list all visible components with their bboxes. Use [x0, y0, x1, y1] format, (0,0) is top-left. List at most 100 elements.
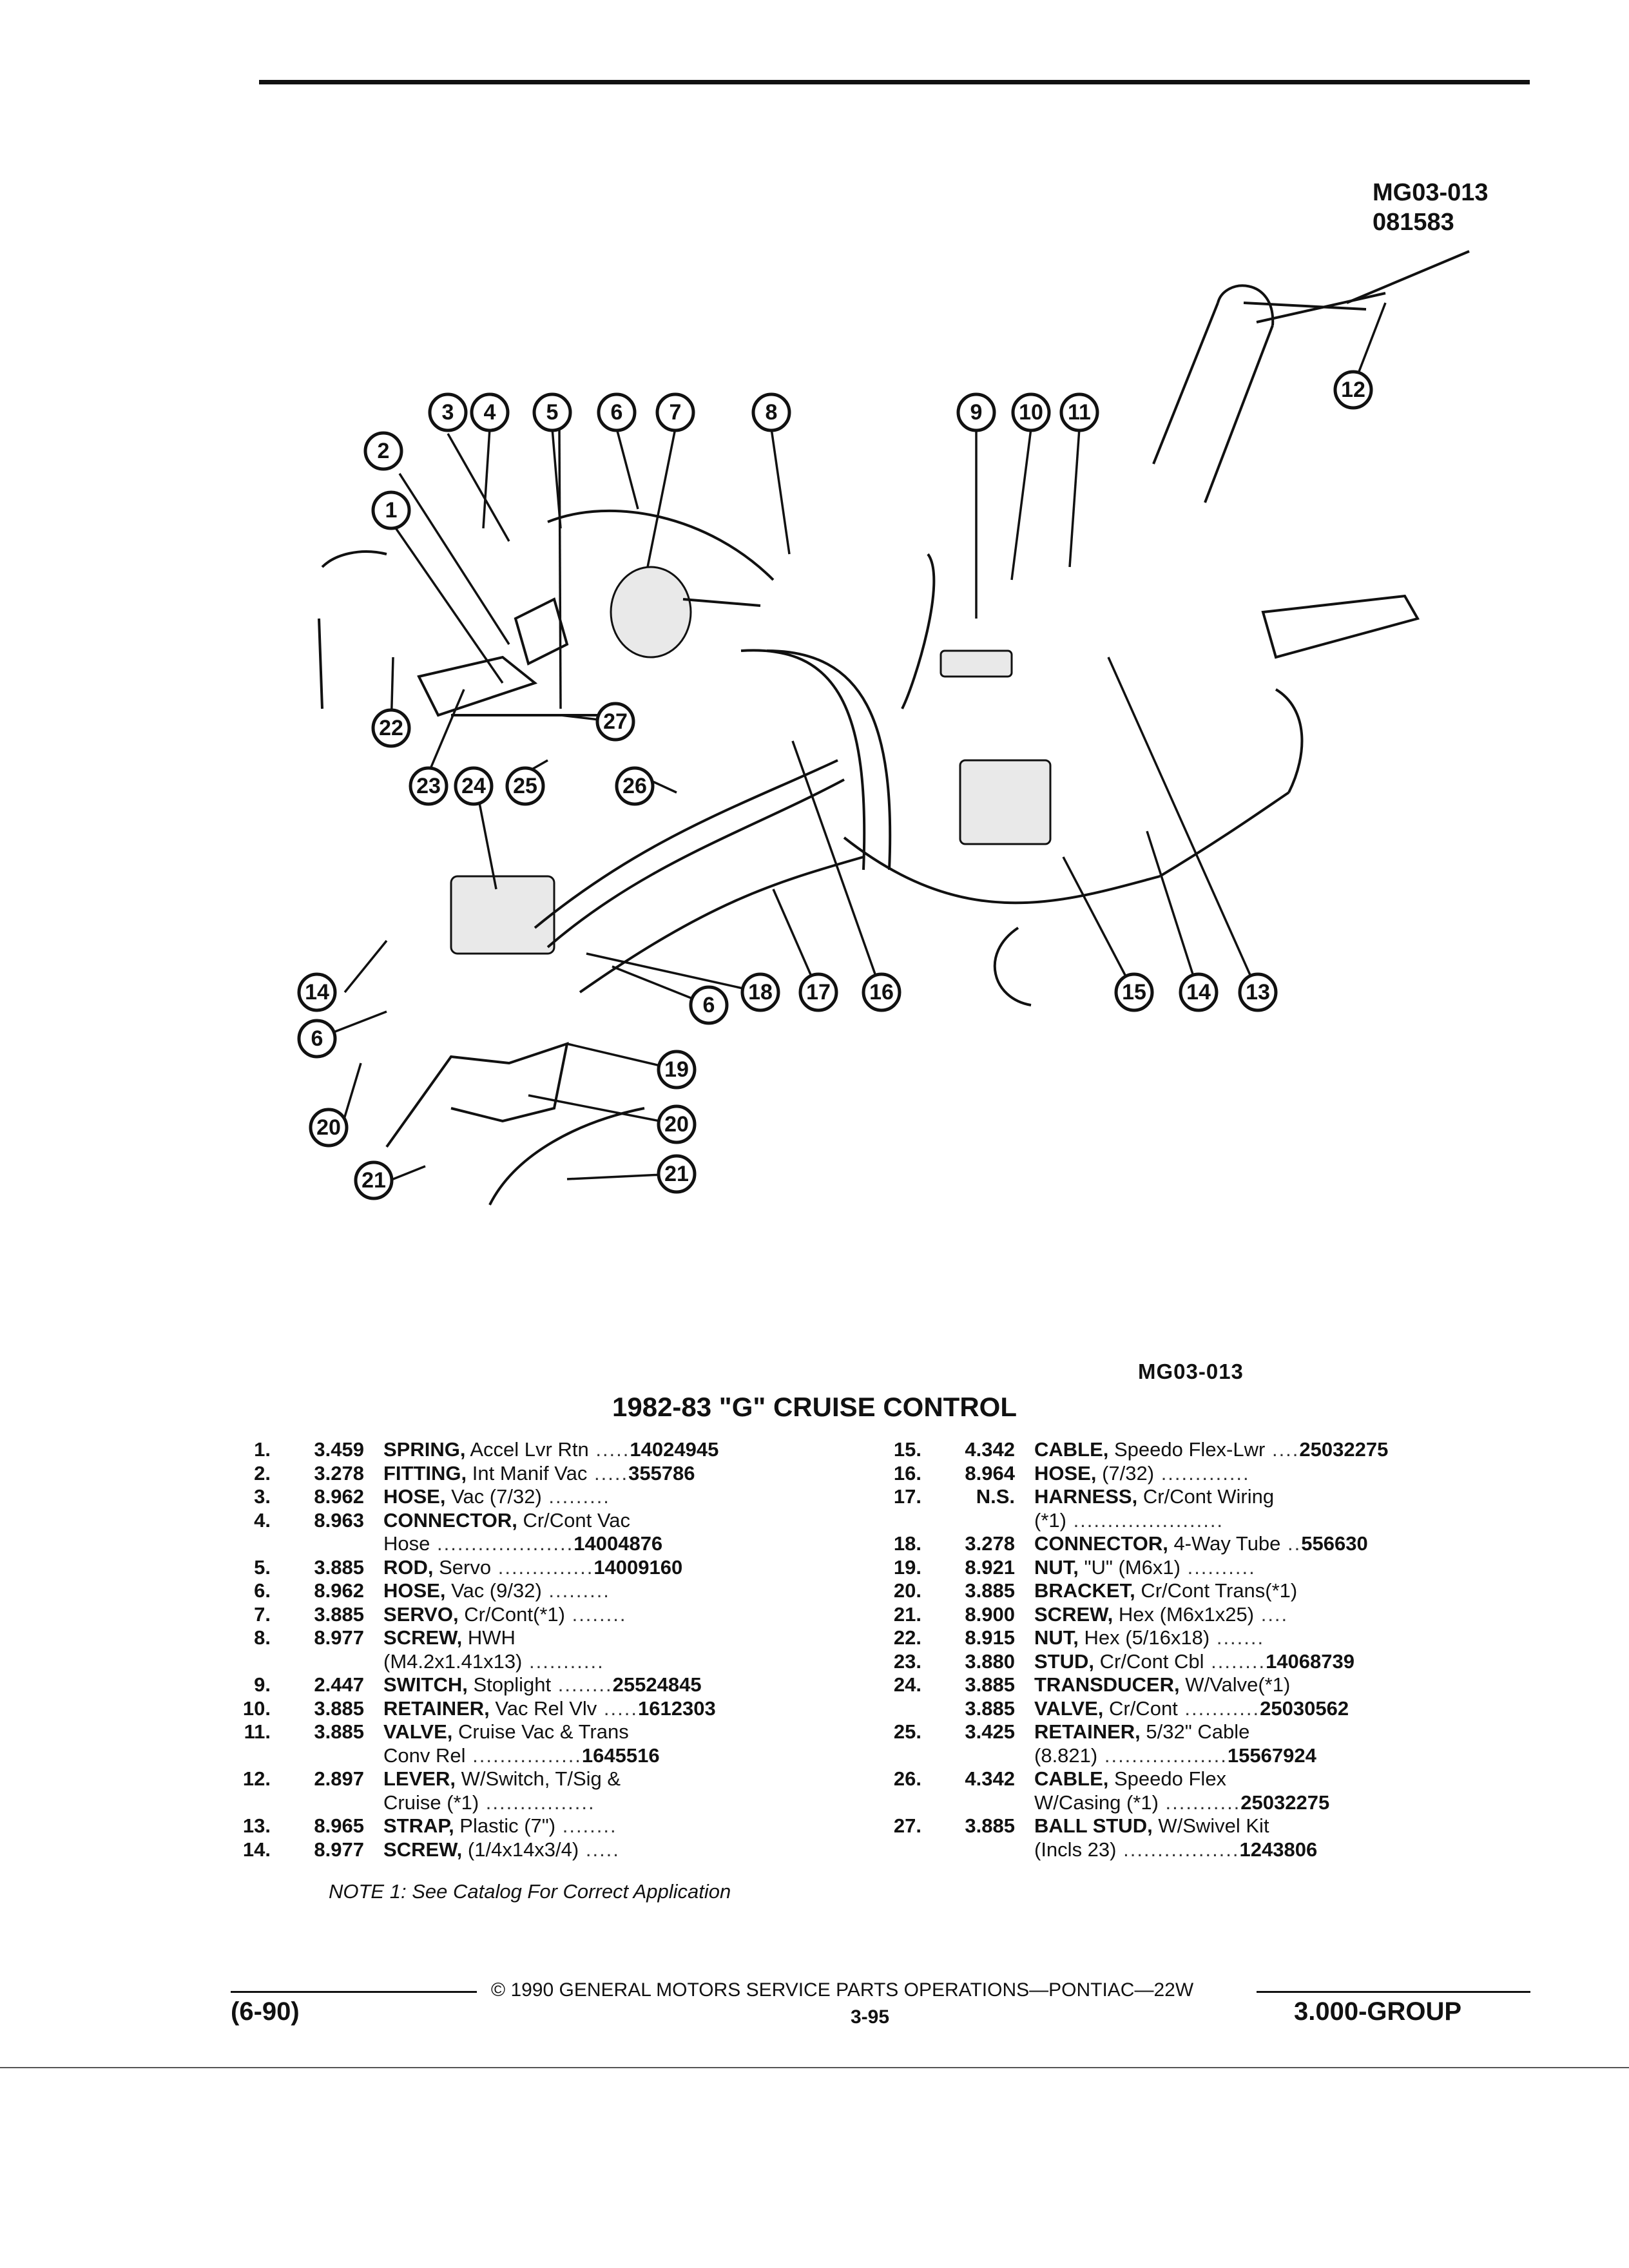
- group-number: 8.915: [965, 1626, 1015, 1649]
- callout-19: 19: [657, 1050, 697, 1090]
- part-detail: Accel Lvr Rtn: [465, 1438, 589, 1461]
- part-detail: Stoplight: [467, 1673, 552, 1696]
- callout-5: 5: [532, 392, 572, 432]
- callout-label: 11: [1068, 400, 1091, 425]
- item-number: [863, 1744, 921, 1768]
- callout-label: 23: [416, 774, 441, 798]
- figure-reference: MG03-013: [1138, 1360, 1244, 1383]
- group-number: 8.963: [314, 1508, 364, 1532]
- leader-dots: ........: [551, 1673, 613, 1696]
- part-name: RETAINER,: [383, 1696, 490, 1720]
- part-detail: Cr/Cont Wiring: [1137, 1485, 1275, 1508]
- callout-20: 20: [309, 1108, 349, 1148]
- part-detail: Plastic (7"): [454, 1814, 556, 1837]
- parts-row: 17.N.S.HARNESS, Cr/Cont Wiring: [863, 1485, 1505, 1509]
- callout-22: 22: [371, 708, 411, 748]
- item-number: [863, 1697, 921, 1721]
- leader-dots: .....: [587, 1461, 629, 1485]
- group-number: 2.897: [314, 1767, 364, 1790]
- part-number: 1645516: [581, 1744, 660, 1767]
- callout-label: 22: [379, 716, 403, 740]
- part-description: SWITCH, Stoplight ........25524845: [383, 1673, 851, 1697]
- group-number: 3.278: [314, 1461, 364, 1485]
- parts-row: 4. 8.963 CONNECTOR, Cr/Cont Vac: [213, 1509, 851, 1533]
- edition-date: (6-90): [231, 1997, 300, 2026]
- group-number: [271, 1650, 383, 1674]
- callout-label: 10: [1019, 400, 1043, 425]
- part-name: BALL STUD,: [1034, 1814, 1153, 1837]
- leader-dots: ..: [1280, 1532, 1302, 1555]
- part-detail: W/Casing (*1): [1034, 1791, 1159, 1814]
- part-description: CONNECTOR, Cr/Cont Vac: [383, 1509, 851, 1533]
- part-name: SCREW,: [383, 1626, 463, 1649]
- item-number: [213, 1650, 271, 1674]
- leader-dots: .................: [1116, 1838, 1240, 1861]
- callout-18: 18: [740, 972, 780, 1012]
- callout-label: 19: [664, 1057, 689, 1082]
- part-description: HOSE, Vac (9/32) .........: [383, 1579, 851, 1603]
- part-name: CONNECTOR,: [383, 1508, 517, 1532]
- leader-dots: ...........: [522, 1649, 604, 1673]
- part-name: SERVO,: [383, 1602, 459, 1626]
- part-detail: Hex (M6x1x25): [1113, 1602, 1255, 1626]
- item-number: 19.: [893, 1555, 921, 1579]
- bottom-rule: [0, 2067, 1629, 2068]
- callout-26: 26: [615, 766, 655, 806]
- item-number: 4.: [254, 1508, 271, 1532]
- callout-17: 17: [798, 972, 838, 1012]
- part-name: CABLE,: [1034, 1767, 1109, 1790]
- part-name: HOSE,: [383, 1485, 446, 1508]
- part-description: W/Casing (*1) ...........25032275: [1034, 1791, 1505, 1815]
- item-number: [863, 1791, 921, 1815]
- callout-label: 20: [664, 1112, 689, 1137]
- group-number: 8.921: [965, 1555, 1015, 1579]
- callout-6: 6: [689, 985, 729, 1025]
- part-description: SERVO, Cr/Cont(*1) ........: [383, 1603, 851, 1627]
- part-name: NUT,: [1034, 1626, 1079, 1649]
- parts-row: Cruise (*1) ................: [213, 1791, 851, 1815]
- part-description: STUD, Cr/Cont Cbl ........14068739: [1034, 1650, 1505, 1674]
- part-detail: (M4.2x1.41x13): [383, 1649, 523, 1673]
- callout-label: 3: [442, 400, 454, 425]
- part-detail: Hose: [383, 1532, 430, 1555]
- part-name: LEVER,: [383, 1767, 456, 1790]
- part-number: 14068739: [1266, 1649, 1354, 1673]
- item-number: 8.: [254, 1626, 271, 1649]
- part-name: STUD,: [1034, 1649, 1094, 1673]
- callout-label: 24: [461, 774, 486, 798]
- part-number: 14024945: [630, 1438, 719, 1461]
- part-detail: Cruise (*1): [383, 1791, 479, 1814]
- item-number: 13.: [242, 1814, 271, 1837]
- part-detail: (Incls 23): [1034, 1838, 1117, 1861]
- callout-label: 8: [766, 400, 778, 425]
- part-name: ROD,: [383, 1555, 434, 1579]
- group-label: 3.000-GROUP: [1294, 1997, 1462, 2026]
- callout-6: 6: [597, 392, 637, 432]
- leader-dots: .............: [1154, 1461, 1250, 1485]
- part-detail: 4-Way Tube: [1168, 1532, 1281, 1555]
- group-number: 4.342: [965, 1438, 1015, 1461]
- part-detail: Cruise Vac & Trans: [452, 1720, 629, 1743]
- item-number: 16.: [893, 1461, 921, 1485]
- leader-dots: ................: [465, 1744, 582, 1767]
- part-name: VALVE,: [383, 1720, 453, 1743]
- part-name: STRAP,: [383, 1814, 454, 1837]
- part-number: 25030562: [1260, 1696, 1349, 1720]
- item-number: 11.: [244, 1720, 271, 1743]
- group-number: 8.977: [314, 1838, 364, 1861]
- group-number: N.S.: [976, 1485, 1015, 1508]
- group-number: 3.885: [965, 1696, 1015, 1720]
- group-number: [921, 1791, 1034, 1815]
